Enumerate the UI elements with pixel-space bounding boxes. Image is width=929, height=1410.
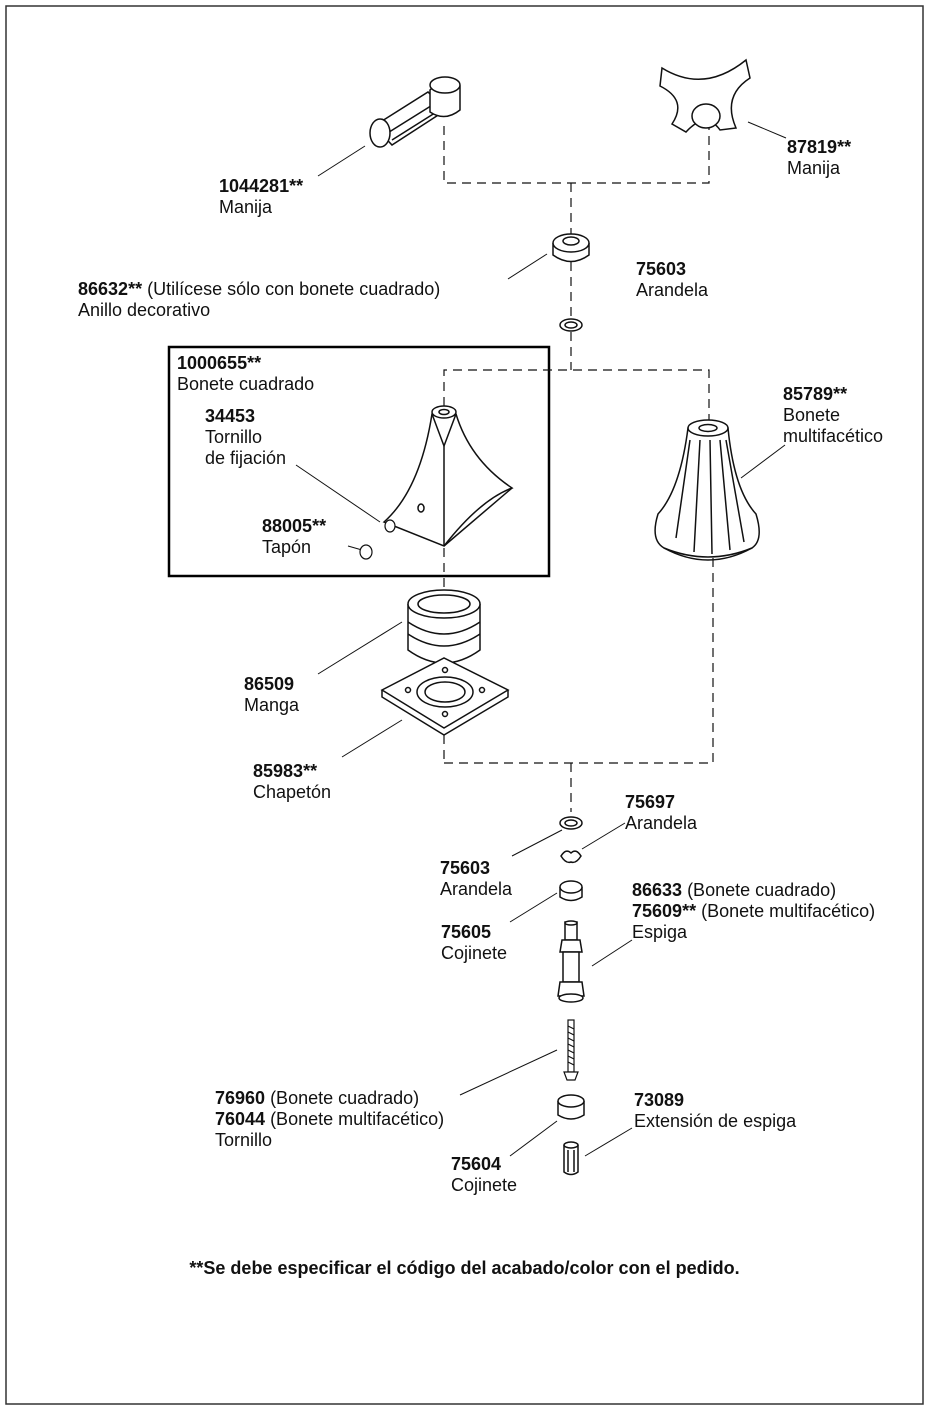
leader-lines: [295, 121, 787, 1157]
bearing-75604-icon: [557, 1094, 585, 1120]
stem-extension-icon: [563, 1141, 579, 1176]
square-bonnet-icon: [382, 405, 514, 547]
set-screw-icon: [384, 519, 396, 533]
square-bonnet-kit-box: [167, 345, 551, 578]
footnote: **Se debe especificar el código del acab…: [189, 1258, 740, 1278]
bearing-75605-icon: [559, 880, 583, 902]
label-88005: 88005** Tapón: [262, 516, 327, 557]
plug-icon: [359, 544, 373, 560]
washer-75697-icon: [560, 850, 582, 864]
label-73089: 73089 Extensión de espiga: [634, 1090, 797, 1131]
label-75603-top: 75603 Arandela: [636, 259, 709, 300]
label-75603-bottom: 75603 Arandela: [440, 858, 513, 899]
decorative-ring-icon: [552, 233, 590, 263]
washer-top-icon: [559, 318, 583, 332]
label-85983: 85983** Chapetón: [253, 761, 332, 802]
label-screw: 76960 (Bonete cuadrado) 76044 (Bonete mu…: [215, 1088, 445, 1150]
assembly-dashed-lines: [443, 126, 714, 812]
label-85789: 85789** Bonete multifacético: [783, 384, 884, 446]
label-1044281: 1044281** Manija: [219, 176, 304, 217]
washer-75603-icon: [559, 816, 583, 830]
page-border: [5, 5, 924, 1405]
screw-icon: [563, 1019, 579, 1081]
label-75604: 75604 Cojinete: [451, 1154, 518, 1195]
label-75605: 75605 Cojinete: [441, 922, 508, 963]
label-1000655: 1000655** Bonete cuadrado: [177, 353, 315, 394]
label-86632: 86632** (Utilícese sólo con bonete cuadr…: [78, 279, 441, 320]
label-stem: 86633 (Bonete cuadrado) 75609** (Bonete …: [632, 880, 876, 942]
label-75697: 75697 Arandela: [625, 792, 698, 833]
cross-handle-icon: [659, 58, 751, 133]
sleeve-icon: [407, 589, 481, 664]
label-86509: 86509 Manga: [244, 674, 300, 715]
label-34453: 34453 Tornillo de fijación: [205, 406, 287, 468]
multifaceted-bonnet-icon: [654, 419, 760, 561]
stem-icon: [557, 920, 585, 1003]
escutcheon-icon: [380, 657, 510, 736]
label-87819: 87819** Manija: [787, 137, 852, 178]
lever-handle-icon: [369, 76, 461, 148]
